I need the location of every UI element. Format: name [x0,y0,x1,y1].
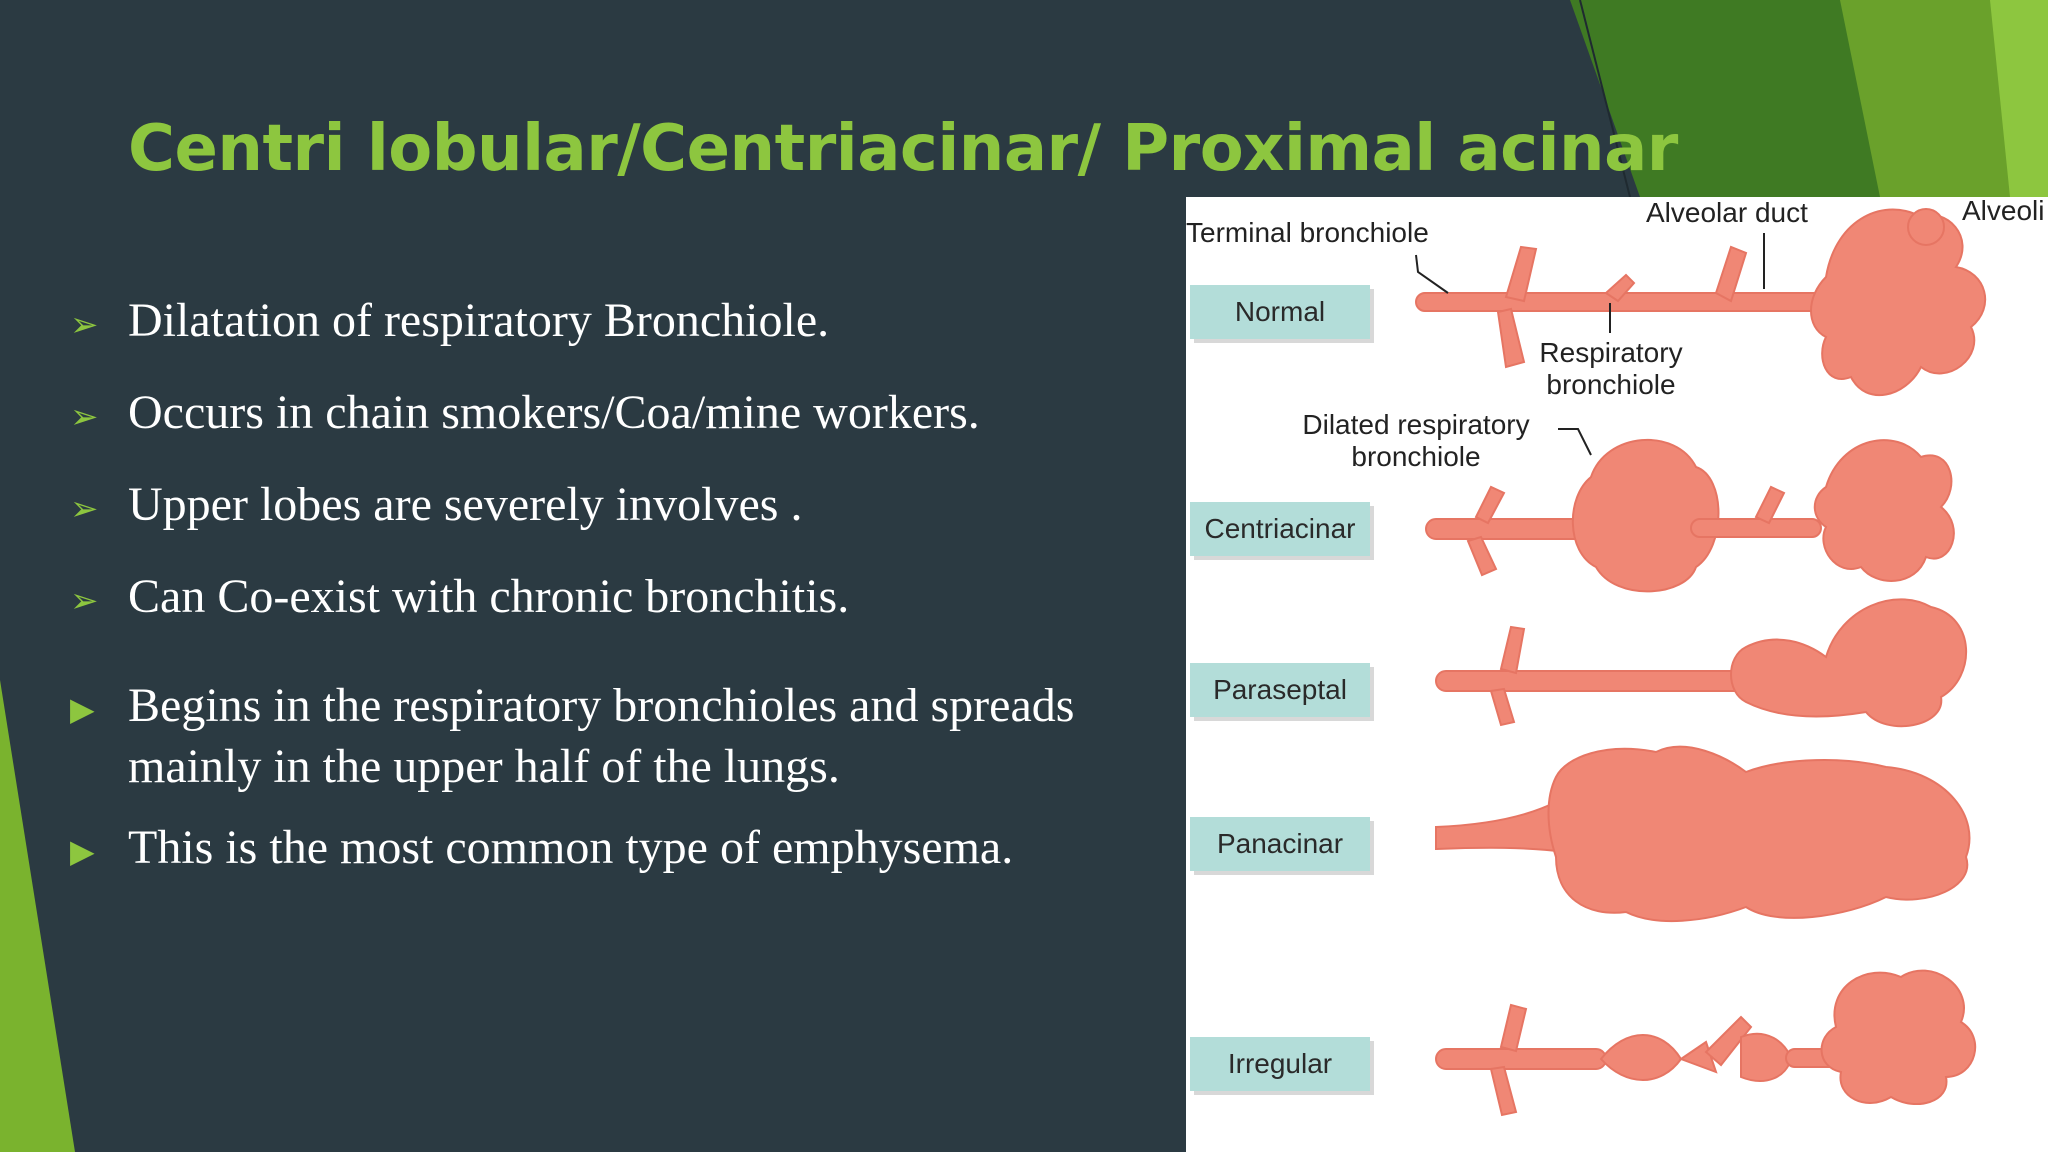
alveolar-duct-label: Alveolar duct [1646,197,1808,228]
bullet-item: ➢ Occurs in chain smokers/Coa/mine worke… [70,382,1180,443]
bullet-text: Can Co-exist with chronic bronchitis. [128,570,850,623]
thin-diagonal-line [1579,0,1631,198]
bullet-item: ➢ Can Co-exist with chronic bronchitis. [70,566,1180,627]
bullet-item: ➢ Upper lobes are severely involves . [70,474,1180,535]
bullet-item: ➢ Dilatation of respiratory Bronchiole. [70,290,1180,351]
dilated-respiratory-bronchiole-label: Dilated respiratory bronchiole [1286,409,1546,473]
top-light-green-shape [1990,0,2048,197]
dilated-label-line2: bronchiole [1351,441,1481,472]
annotation-leader-lines [1415,233,1765,456]
left-green-wedge [0,680,75,1152]
arrow-bullet-icon: ➢ [70,489,99,529]
respiratory-bronchiole-label-line2: bronchiole [1546,369,1676,400]
bullet-text: Occurs in chain smokers/Coa/mine workers… [128,386,980,439]
irregular-airway-shape [1435,969,1977,1117]
panacinar-airway-shape [1435,745,1971,923]
respiratory-bronchiole-label: Respiratory bronchiole [1536,337,1686,401]
triangle-bullet-icon: ▶ [70,832,95,870]
alveoli-label: Alveoli [1962,197,2045,226]
dilated-label-line1: Dilated respiratory [1302,409,1530,440]
arrow-bullet-icon: ➢ [70,305,99,345]
bullet-text: This is the most common type of emphysem… [128,821,1014,874]
bullet-list: ➢ Dilatation of respiratory Bronchiole. … [70,290,1180,878]
bullet-item: ▶ This is the most common type of emphys… [70,817,1180,878]
normal-airway-shape [1415,208,1987,396]
centriacinar-airway-shape [1425,438,1955,593]
respiratory-bronchiole-label-line1: Respiratory [1539,337,1683,368]
bullet-text: Begins in the respiratory bronchioles an… [128,679,1075,793]
row-label-paraseptal: Paraseptal [1190,663,1370,717]
bullet-item: ▶ Begins in the respiratory bronchioles … [70,675,1180,797]
triangle-bullet-icon: ▶ [70,690,95,728]
row-label-centriacinar: Centriacinar [1190,502,1370,556]
airway-illustrations [1415,208,1987,1117]
row-label-normal: Normal [1190,285,1370,339]
emphysema-types-figure: Terminal bronchiole Alveolar duct Alveol… [1186,197,2048,1152]
arrow-bullet-icon: ➢ [70,581,99,621]
paraseptal-airway-shape [1435,598,1968,728]
bullet-text: Dilatation of respiratory Bronchiole. [128,294,830,347]
slide-title: Centri lobular/Centriacinar/ Proximal ac… [128,112,1678,186]
arrow-bullet-icon: ➢ [70,397,99,437]
row-label-irregular: Irregular [1190,1037,1370,1091]
bullet-text: Upper lobes are severely involves . [128,478,803,531]
terminal-bronchiole-label: Terminal bronchiole [1186,217,1429,248]
row-label-panacinar: Panacinar [1190,817,1370,871]
